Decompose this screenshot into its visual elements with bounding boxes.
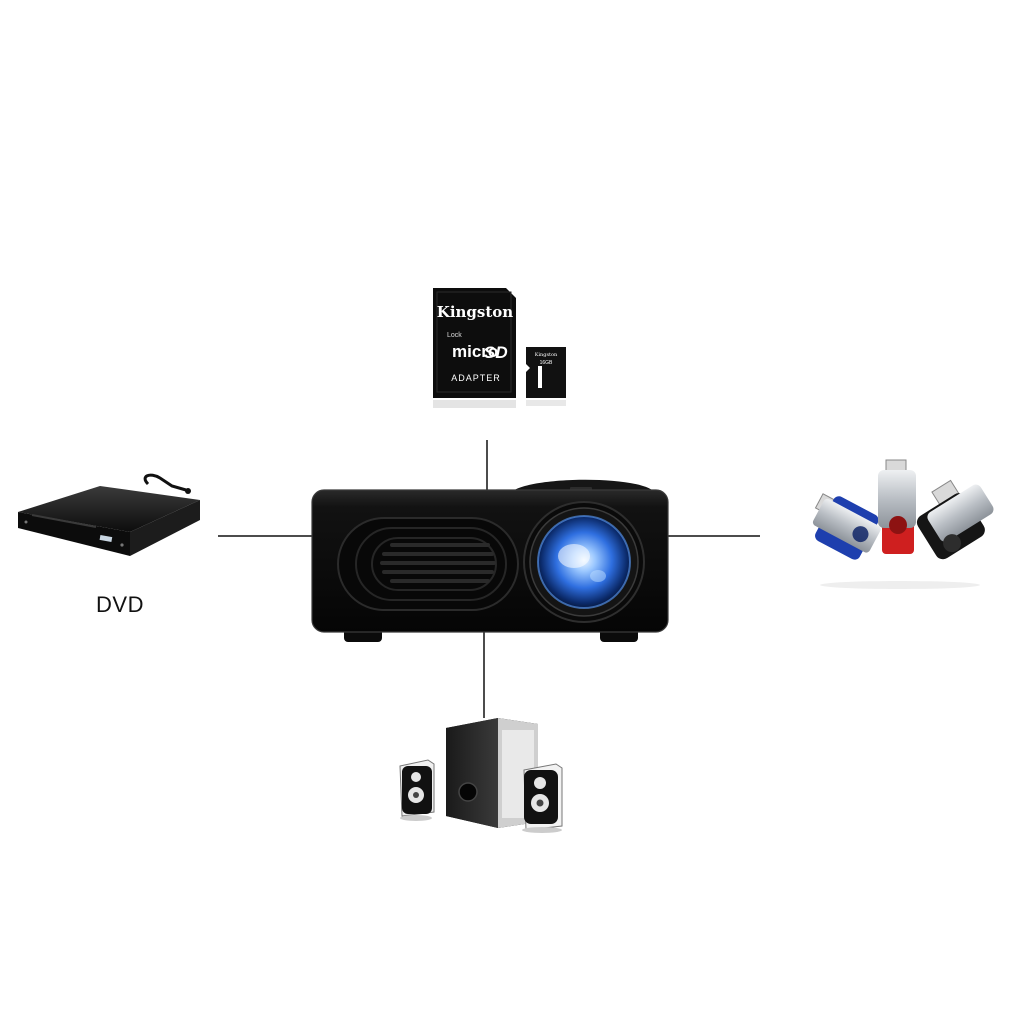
dvd-top xyxy=(18,486,200,532)
dvd-front xyxy=(18,512,130,556)
sd-type-line2: SD xyxy=(484,343,508,362)
subwoofer xyxy=(446,718,538,828)
projector-lens xyxy=(523,501,645,623)
connector-lines xyxy=(218,440,760,718)
projector-vent-grille xyxy=(337,517,519,611)
usb-drive-black xyxy=(916,479,994,560)
usb-drive-blue xyxy=(812,493,881,560)
speaker-icon xyxy=(399,718,563,833)
usb-drive-red xyxy=(878,459,916,554)
projector-icon xyxy=(311,479,669,642)
sd-lock-text: Lock xyxy=(447,332,462,339)
micro-sd-brand: Kingston xyxy=(535,352,558,358)
sd-adapter-text: ADAPTER xyxy=(451,373,501,383)
dvd-label: DVD xyxy=(96,592,144,617)
sd-type-line1: micro xyxy=(452,342,498,361)
dvd-player-icon xyxy=(18,473,200,556)
micro-sd-card xyxy=(526,347,566,398)
usb-drive-icon xyxy=(812,459,994,589)
satellite-speaker-right xyxy=(522,763,563,833)
sd-card-icon: Kingston Lock micro SD ADAPTER Kingston … xyxy=(433,288,566,408)
micro-sd-capacity: 16GB xyxy=(540,360,553,366)
sd-adapter xyxy=(433,288,516,398)
sd-brand-text: Kingston xyxy=(437,303,514,321)
satellite-speaker-left xyxy=(399,759,435,821)
